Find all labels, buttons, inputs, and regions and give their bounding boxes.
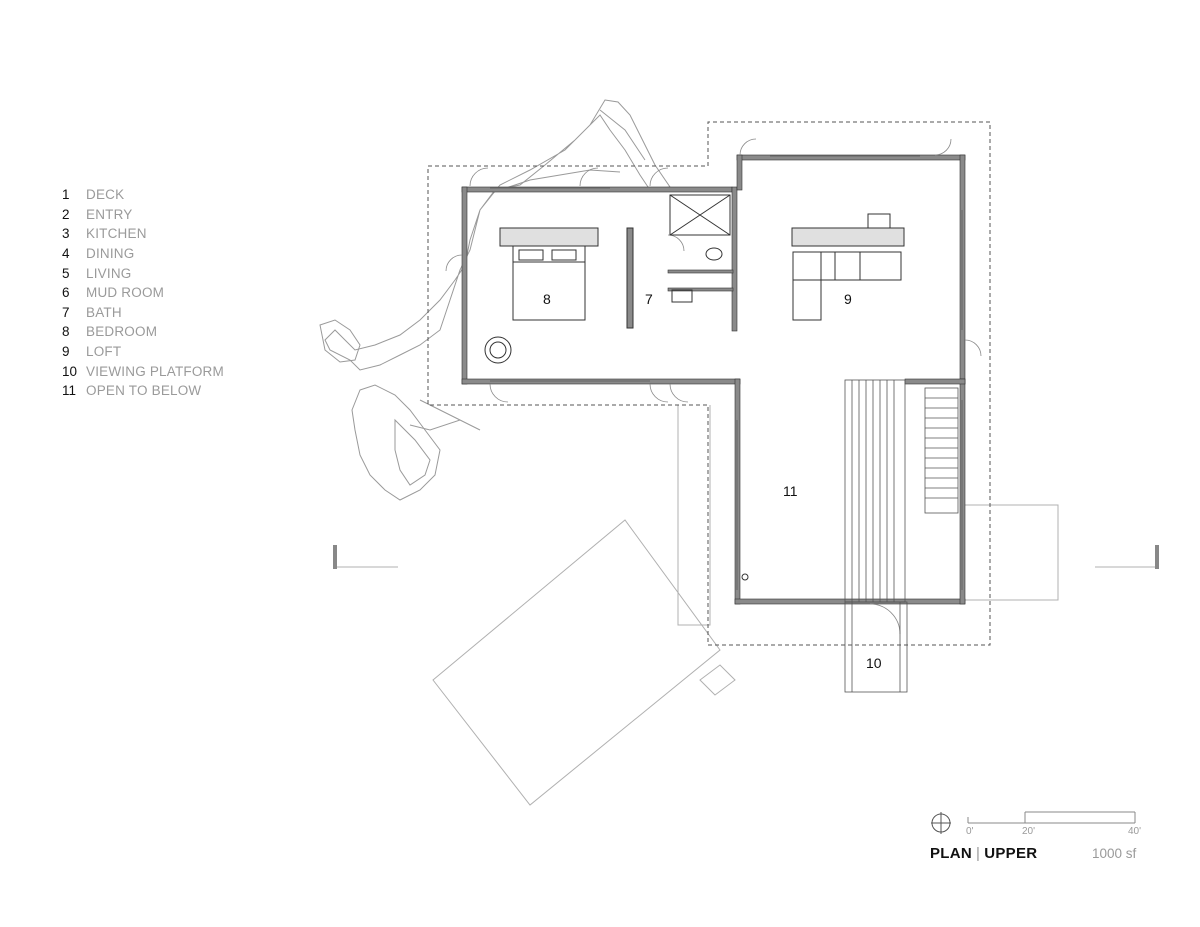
lower-level-outline [335, 405, 1158, 806]
legend-label: DECK [86, 187, 125, 203]
room-label-viewing-platform: 10 [866, 655, 882, 671]
section-markers [333, 545, 1159, 569]
legend-label: LIVING [86, 265, 132, 281]
wardrobe-partition [626, 227, 634, 329]
legend-number: 1 [62, 187, 70, 203]
legend-label: BEDROOM [86, 324, 158, 340]
legend-label: LOFT [86, 344, 122, 360]
plan-title-separator: | [976, 845, 981, 862]
legend-item: 10 VIEWING PLATFORM [62, 361, 224, 381]
legend-label: ENTRY [86, 206, 133, 222]
legend-item: 2 ENTRY [62, 205, 224, 225]
legend-label: OPEN TO BELOW [86, 383, 202, 399]
door-swings [445, 138, 982, 635]
plan-title: PLAN|UPPER [930, 845, 1037, 862]
north-arrow-icon [931, 812, 951, 834]
legend-item: 11 OPEN TO BELOW [62, 381, 224, 401]
legend-item: 7 BATH [62, 303, 224, 323]
terrain-outline [319, 99, 671, 501]
legend-label: MUD ROOM [86, 285, 165, 301]
bath-fixtures [669, 194, 731, 303]
scale-tick-20: 20' [1022, 826, 1035, 837]
stove-icon [741, 573, 749, 581]
legend-item: 9 LOFT [62, 342, 224, 362]
bridge-walkway [844, 379, 908, 693]
legend-label: BATH [86, 304, 122, 320]
legend-label: KITCHEN [86, 226, 147, 242]
legend-number: 9 [62, 344, 70, 360]
legend-item: 5 LIVING [62, 263, 224, 283]
legend-number: 8 [62, 324, 70, 340]
legend-number: 10 [62, 363, 78, 379]
roof-outline [427, 121, 991, 646]
scale-tick-40: 40' [1128, 826, 1141, 837]
windows [490, 155, 963, 590]
legend-item: 8 BEDROOM [62, 322, 224, 342]
room-label-loft: 9 [844, 291, 852, 307]
loft-furniture [791, 213, 905, 321]
legend-label: DINING [86, 246, 135, 262]
legend-number: 2 [62, 206, 70, 222]
stair [924, 387, 959, 514]
legend-number: 6 [62, 285, 70, 301]
legend-number: 11 [62, 383, 77, 399]
plan-title-level: UPPER [984, 845, 1038, 862]
legend-number: 7 [62, 304, 70, 320]
legend-item: 1 DECK [62, 185, 224, 205]
scale-tick-0: 0' [966, 826, 974, 837]
legend-item: 4 DINING [62, 244, 224, 264]
legend-item: 6 MUD ROOM [62, 283, 224, 303]
legend-number: 4 [62, 246, 70, 262]
legend-number: 3 [62, 226, 70, 242]
plan-title-plan: PLAN [930, 845, 973, 862]
legend-item: 3 KITCHEN [62, 224, 224, 244]
area-note: 1000 sf [1092, 846, 1137, 861]
bedroom-furniture [484, 227, 599, 364]
legend-label: VIEWING PLATFORM [86, 363, 224, 379]
room-label-bedroom: 8 [543, 291, 551, 307]
legend-number: 5 [62, 265, 70, 281]
room-label-open-to-below: 11 [783, 483, 798, 499]
scale-bar [967, 811, 1136, 824]
room-label-bath: 7 [645, 291, 653, 307]
